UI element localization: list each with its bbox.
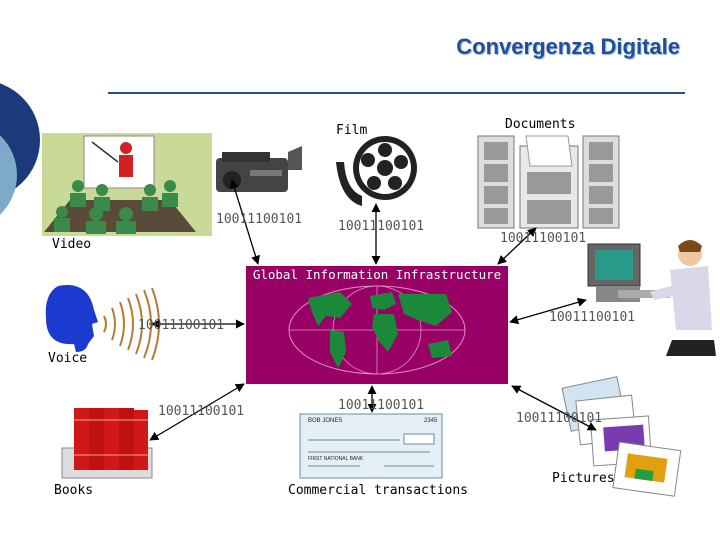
arrow-documents [497,227,537,265]
computer-user-icon [587,240,716,356]
pictures-code: 10011100101 [516,411,603,426]
commercial-label: Commercial transactions [288,483,469,498]
filing-cabinet-icon [477,135,620,229]
documents-label: Documents [505,117,576,132]
pictures-label: Pictures [552,471,615,486]
cheque-bank: FIRST NATIONAL BANK [308,456,364,462]
books-label: Books [54,483,94,498]
title-rule [108,92,685,94]
commercial-code: 10011100101 [338,398,425,413]
gii-label: Global Information Infrastructure [252,267,502,282]
film-code: 10011100101 [338,219,425,234]
arrow-video [230,179,260,265]
arrow-pictures [511,385,597,431]
documents-code: 10011100101 [500,231,587,246]
page-title: Convergenza Digitale [456,34,680,59]
video-camera-icon [216,146,302,192]
presentation-icon [42,133,212,236]
arrow-books [149,383,245,441]
speaking-head-icon [45,285,98,352]
books-code: 10011100101 [158,404,245,419]
film-reel-icon [336,136,417,206]
cheque-number: 2345 [424,418,438,424]
world-map-icon [308,292,452,368]
computer-code: 10011100101 [549,310,636,325]
video-label: Video [52,237,92,252]
arrow-computer [509,297,587,325]
books-icon [61,408,153,479]
voice-code: 10011100101 [138,318,225,333]
arrows [149,179,597,441]
cheque-icon [299,413,443,479]
film-label: Film [336,123,368,138]
video-code: 10011100101 [216,212,303,227]
voice-label: Voice [48,351,88,366]
cheque-name: BOB JONES [308,418,343,424]
